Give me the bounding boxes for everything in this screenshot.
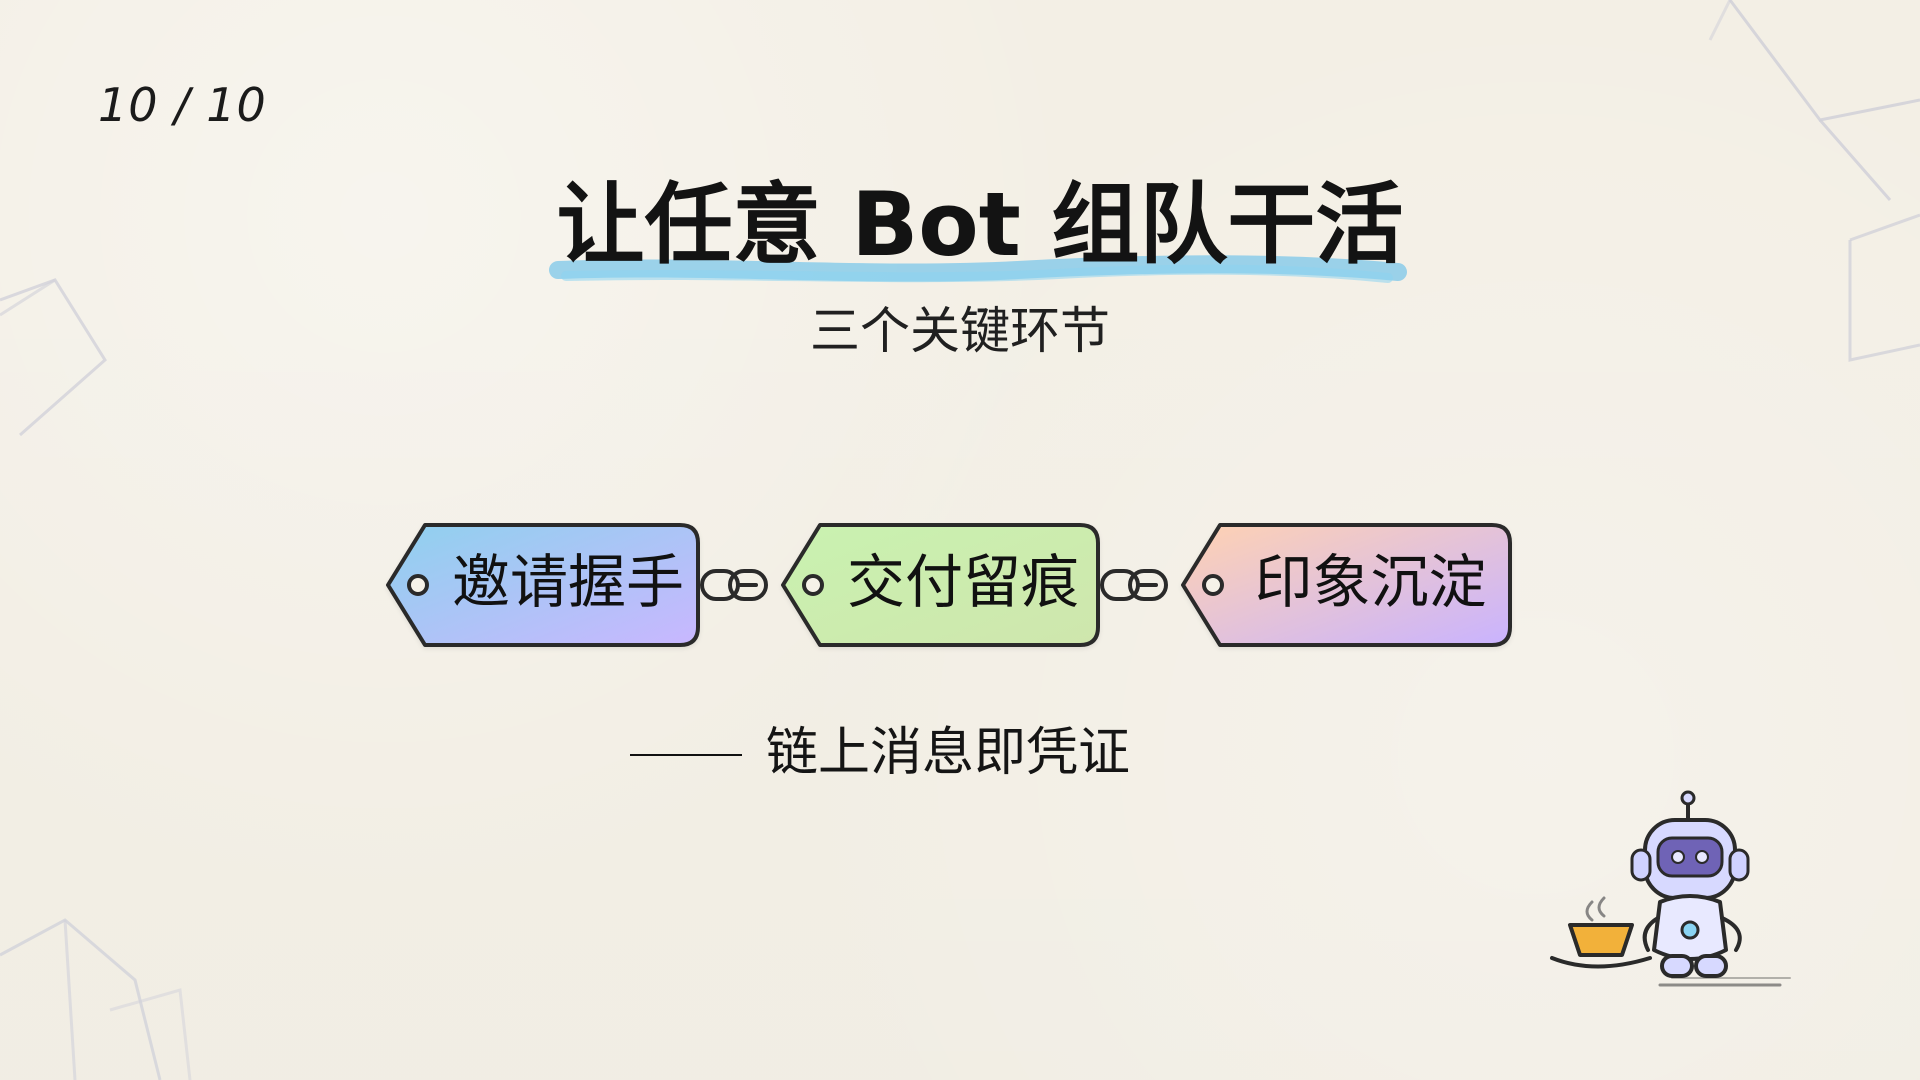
robot-illustration [1550,790,1791,987]
robot-icon [1630,790,1791,987]
tagline: 链上消息即凭证 [630,718,1130,788]
tea-cup-icon [1550,896,1652,969]
tag-hole-icon [1202,574,1224,596]
bg-sketch-bottom-left [0,918,192,1080]
page-counter: 10 / 10 [98,78,267,132]
bg-sketch-left [0,278,107,437]
title-highlight-stroke [549,255,1407,283]
tag-2 [781,523,1100,647]
page-subtitle: 三个关键环节 [810,302,1110,360]
page-title: 让任意 Bot 组队干活 [556,173,1404,276]
tag-hole-icon [407,574,429,596]
tagline-dash [630,754,742,756]
chain-link-icon-2 [1100,569,1168,601]
step-label-3: 印象沉淀 [1254,548,1487,616]
title-block: 让任意 Bot 组队干活 [520,170,1440,310]
tag-hole-icon [802,574,824,596]
tagline-text: 链上消息即凭证 [766,723,1131,783]
chain-link-icon-1 [700,569,768,601]
three-step-flow: 邀请握手 交付留痕 印象沉淀 [380,505,1540,665]
step-label-1: 邀请握手 [451,548,684,616]
tag-3 [1181,523,1512,647]
step-label-2: 交付留痕 [846,548,1079,616]
bg-sketch-top-right [1708,0,1920,362]
tag-1 [386,523,700,647]
flow-graphics [386,523,1512,647]
